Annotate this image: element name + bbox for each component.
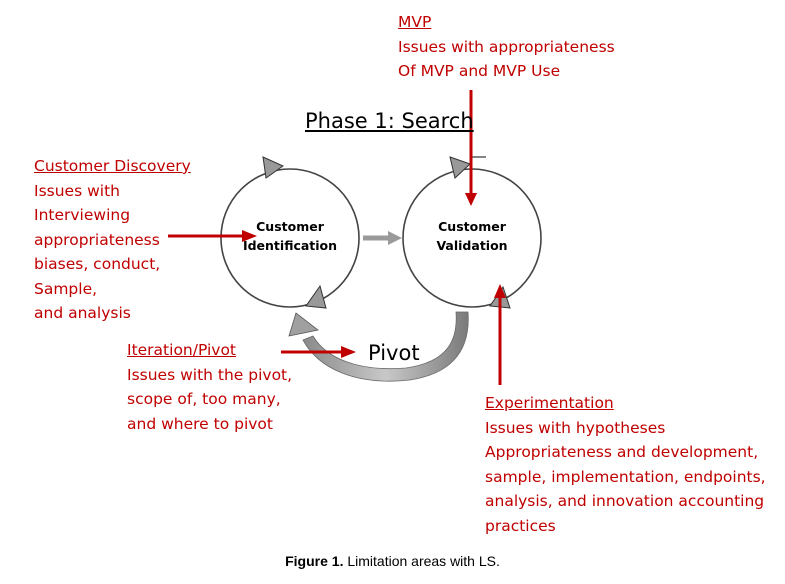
identification-to-validation-head — [388, 231, 402, 245]
mvp-arrow-head — [465, 193, 477, 206]
iteration-pivot-line: and where to pivot — [127, 414, 273, 433]
iteration-pivot-line: scope of, too many, — [127, 390, 281, 408]
customer-discovery-line: Interviewing — [34, 206, 131, 224]
mvp-annotation: MVP Issues with appropriateness Of MVP a… — [398, 10, 615, 84]
experimentation-line: sample, implementation, endpoints, — [485, 467, 766, 486]
customer-validation-label: Customer Validation — [407, 217, 537, 255]
iteration-pivot-annotation: Iteration/Pivot Issues with the pivot, s… — [127, 338, 292, 436]
experimentation-heading: Experimentation — [485, 394, 614, 412]
figure-label: Figure 1. — [285, 553, 344, 569]
experimentation-line: Issues with hypotheses — [485, 418, 666, 437]
phase-title: Phase 1: Search — [305, 109, 474, 133]
pivot-arrow-head — [341, 346, 356, 358]
identification-label-line1: Customer — [256, 219, 324, 234]
figure-caption: Figure 1. Limitation areas with LS. — [0, 553, 785, 569]
experimentation-line: practices — [485, 516, 556, 535]
validation-label-line2: Validation — [436, 238, 508, 253]
mvp-line: Issues with appropriateness — [398, 37, 615, 56]
identification-circle — [220, 168, 360, 308]
iteration-pivot-heading: Iteration/Pivot — [127, 341, 237, 359]
discovery-arrow-head — [242, 230, 257, 242]
pivot-label: Pivot — [368, 341, 420, 365]
mvp-line: Of MVP and MVP Use — [398, 62, 561, 80]
customer-discovery-line: and analysis — [34, 304, 131, 322]
customer-discovery-line: biases, conduct, — [34, 255, 161, 273]
customer-discovery-annotation: Customer Discovery Issues with Interview… — [34, 154, 191, 326]
cycle-arrowhead-identification-top — [262, 156, 285, 179]
identification-label-line2: Identification — [242, 238, 338, 253]
customer-discovery-heading: Customer Discovery — [34, 157, 191, 175]
mvp-heading: MVP — [398, 13, 432, 31]
customer-discovery-line: appropriateness — [34, 230, 160, 249]
customer-discovery-line: Issues with — [34, 181, 120, 200]
iteration-pivot-line: Issues with the pivot, — [127, 365, 293, 384]
cycle-arrowhead-validation-top — [449, 156, 471, 179]
cycle-arrowhead-identification-bottom — [305, 284, 327, 309]
experimentation-annotation: Experimentation Issues with hypotheses A… — [485, 391, 766, 538]
pivot-curved-arrow — [302, 311, 469, 382]
experimentation-arrow-head — [494, 284, 506, 298]
validation-label-line1: Customer — [438, 219, 506, 234]
figure-caption-text: Limitation areas with LS. — [347, 553, 500, 569]
experimentation-line: Appropriateness and development, — [485, 443, 759, 461]
customer-discovery-line: Sample, — [34, 279, 98, 298]
customer-identification-label: Customer Identification — [225, 217, 355, 255]
experimentation-line: analysis, and innovation accounting — [485, 492, 765, 510]
pivot-curved-arrowhead — [288, 312, 319, 337]
